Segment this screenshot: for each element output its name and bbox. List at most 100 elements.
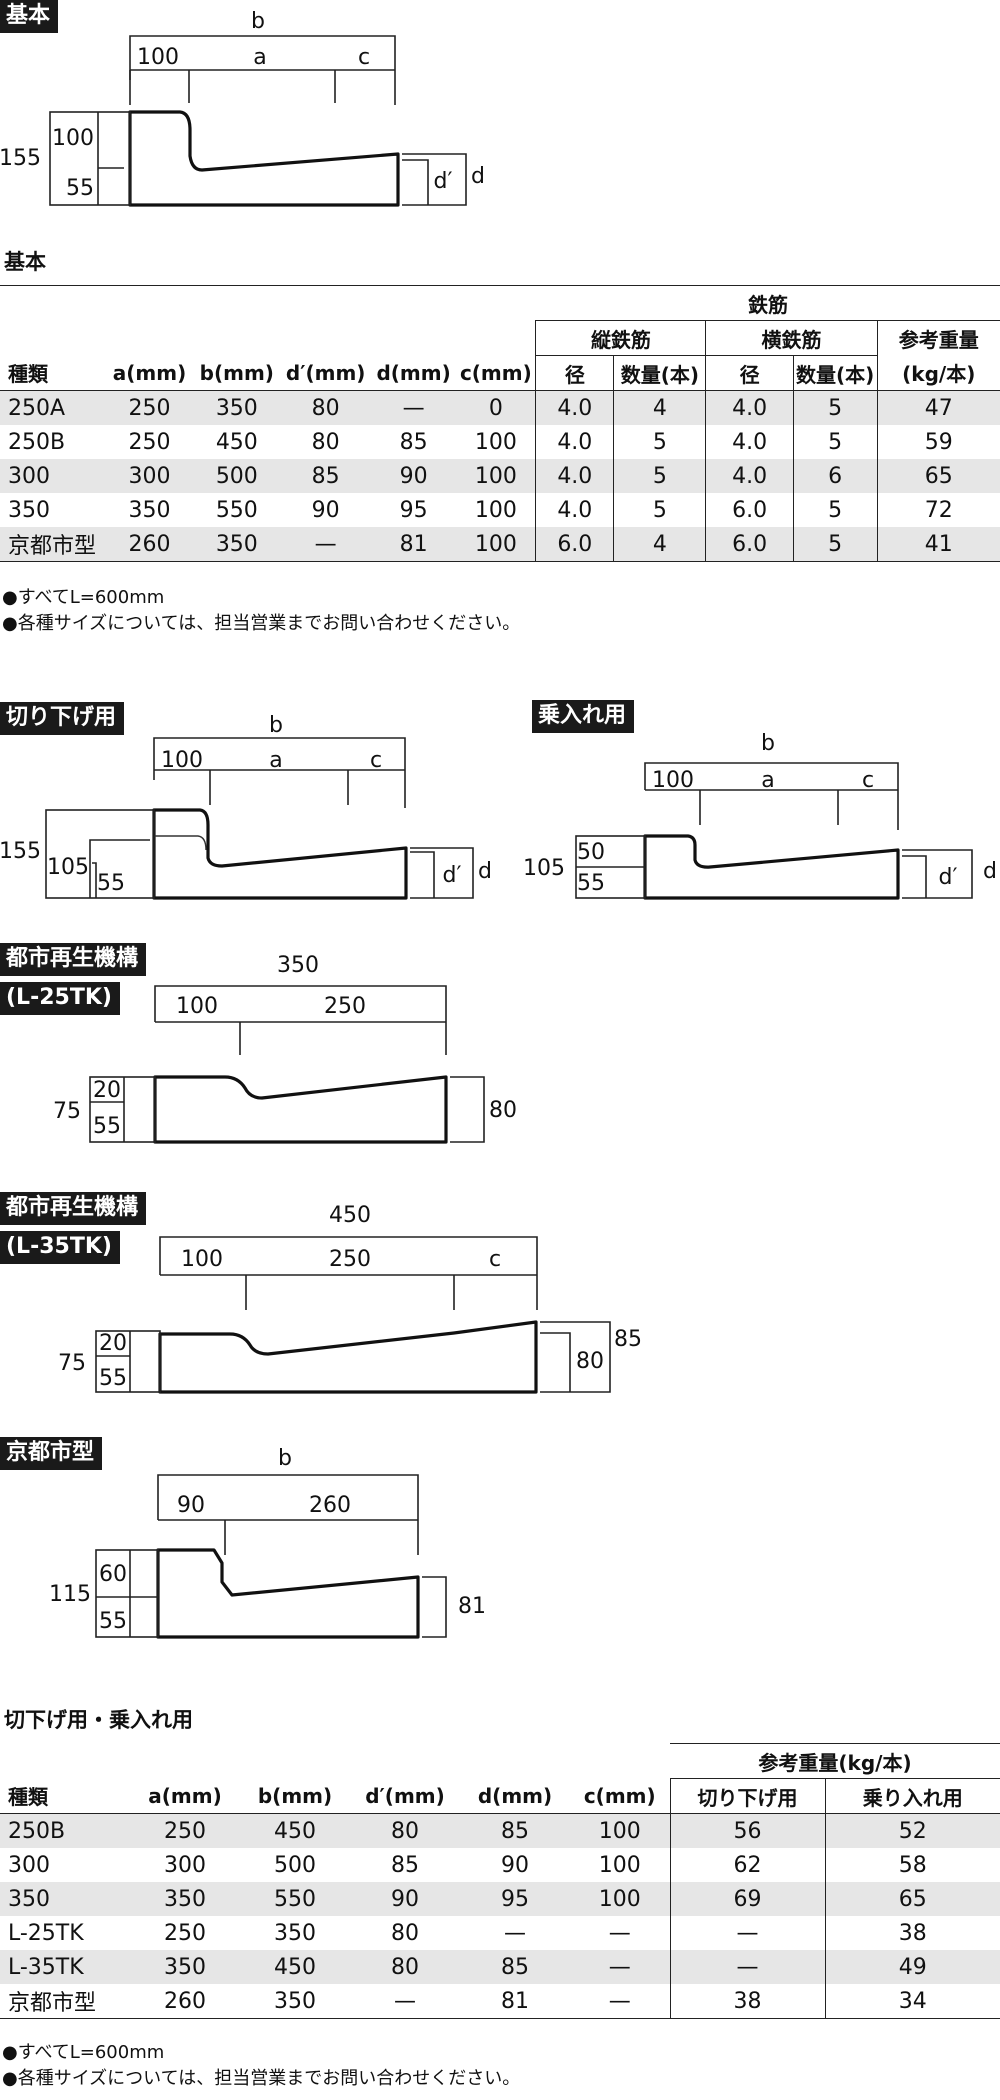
dim-c: c [358,45,370,70]
table-cell: 4.0 [705,459,794,493]
table-cell: 90 [350,1882,460,1916]
dim-155: 155 [0,146,41,171]
table-cell: 4.0 [535,459,614,493]
hdr-dprime: d′(mm) [280,355,371,391]
table-cell: 6 [792,459,877,493]
hdr-c: c(mm) [456,355,536,391]
table-cell: 350 [0,1882,130,1916]
hdr-kind: 種類 [0,355,106,391]
l35-diagram: 450 100 250 c 75 20 55 80 85 [58,1203,642,1394]
table-cell: L-25TK [8,1920,84,1946]
table-cell: 250A [0,390,106,425]
dim-105: 105 [47,855,89,880]
kyoto-diagram: b 90 260 115 60 55 81 [49,1446,486,1639]
section-tag-kirisage: 切り下げ用 [0,702,125,735]
dim-100: 100 [652,768,694,793]
table-cell: 100 [474,429,517,455]
section-tag-l25-2: (L-25TK) [0,982,120,1015]
table-cell: 260 [105,527,194,562]
dim-a: a [761,768,774,793]
dim-80: 80 [489,1098,517,1123]
dim-75: 75 [58,1351,86,1376]
table-cell: 41 [876,527,1000,562]
hdr-count2: 数量(本) [792,355,877,391]
table-cell: 550 [240,1882,350,1916]
hdr-kei2: 径 [705,355,794,391]
table-cell: 80 [280,390,371,425]
table-cell: 100 [474,497,517,523]
dim-55: 55 [66,176,94,201]
dim-100: 100 [176,994,218,1019]
dim-55: 55 [99,1366,127,1391]
table-cell: 90 [311,497,340,523]
table-cell: 90 [501,1852,529,1878]
dim-115: 115 [49,1582,91,1607]
table-cell: 100 [570,1882,670,1916]
table-cell: 85 [280,459,371,493]
table-cell: 250B [0,1813,130,1848]
table-cell: — [669,1950,825,1984]
dim-b: b [269,713,283,738]
table-cell: 5 [613,425,706,459]
table-cell: 250B [8,429,66,455]
table-cell: 47 [876,390,1000,425]
table-cell: 80 [391,1920,419,1946]
table-cell: 500 [274,1852,316,1878]
hdr-a: a(mm) [105,355,194,391]
table2-note2: ●各種サイズについては、担当営業までお問い合わせください。 [2,2068,521,2089]
table-cell: 300 [0,459,106,493]
table-cell: 350 [130,1950,240,1984]
table-cell: — [370,390,457,425]
table-cell: 350 [130,1882,240,1916]
table-cell: 500 [193,459,281,493]
table-cell: 100 [456,527,536,562]
dim-100-v: 100 [52,126,94,151]
table-cell: 4 [613,390,706,425]
table-cell: 80 [350,1813,460,1848]
table-cell: 85 [460,1950,570,1984]
table-cell: 6.0 [705,493,794,527]
hdr-noriire: 乗り入れ用 [824,1778,1000,1814]
table-cell: 350 [240,1984,350,2019]
table-cell: 34 [824,1984,1000,2019]
dim-b: b [761,731,775,756]
dim-450: 450 [329,1203,371,1228]
table-cell: 38 [824,1916,1000,1950]
table-cell: — [350,1984,460,2019]
hdr-kirisage: 切り下げ用 [669,1778,825,1814]
table-cell: 65 [824,1882,1000,1916]
table-cell: 6.0 [535,527,614,562]
hdr-tate: 縦鉄筋 [535,320,706,356]
dim-50: 50 [577,840,605,865]
table-cell: 京都市型 [0,527,106,562]
dim-260: 260 [309,1493,351,1518]
table-cell: 90 [370,459,457,493]
dim-350: 350 [277,953,319,978]
section-tag-noriire: 乗入れ用 [532,700,635,733]
dim-a: a [269,748,282,773]
section-tag-kihon: 基本 [0,0,59,33]
table-cell: — [504,1920,526,1946]
dim-80: 80 [576,1349,604,1374]
section-tag-l25-1: 都市再生機構 [0,943,147,976]
table-cell: L-35TK [0,1950,130,1984]
table-cell: 5 [792,493,877,527]
table-cell: 350 [193,390,281,425]
table-cell: 72 [876,493,1000,527]
dim-d: d [983,859,997,884]
hdr-d: d(mm) [370,355,457,391]
l25-diagram: 350 100 250 75 20 55 80 [53,953,517,1144]
table1-note1: ●すべてL=600mm [2,587,165,608]
hdr-d: d(mm) [460,1778,570,1814]
table-cell: 300 [105,459,194,493]
table-cell: 260 [130,1984,240,2019]
dim-c: c [370,748,382,773]
section-tag-l35-2: (L-35TK) [0,1231,120,1264]
dim-100: 100 [137,45,179,70]
table-cell: 450 [240,1813,350,1848]
table-cell: 5 [613,459,706,493]
